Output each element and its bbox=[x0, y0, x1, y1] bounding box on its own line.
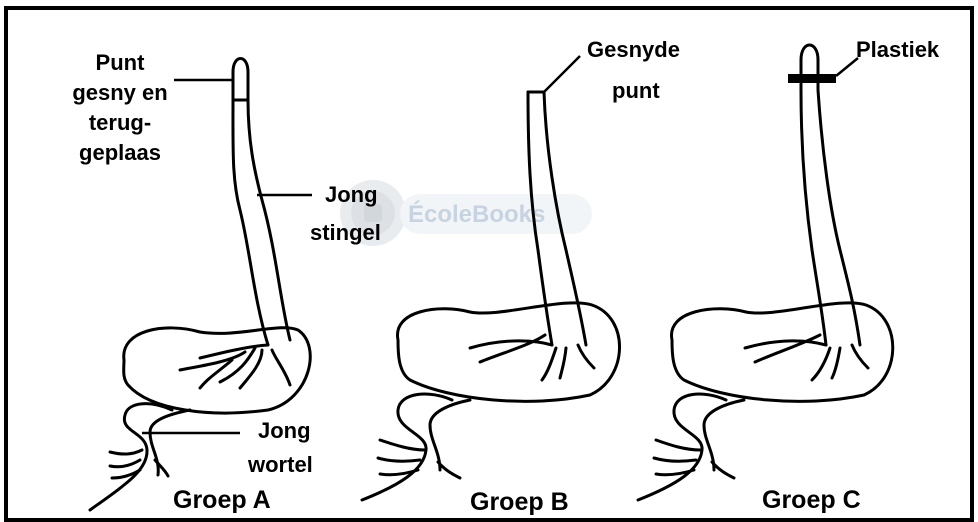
caption-group-b: Groep B bbox=[470, 488, 569, 516]
svg-text:stingel: stingel bbox=[310, 220, 381, 245]
caption-group-a: Groep A bbox=[173, 486, 271, 514]
svg-text:Jong: Jong bbox=[325, 182, 378, 207]
svg-text:Gesnyde: Gesnyde bbox=[587, 37, 680, 62]
plastic-band bbox=[788, 74, 836, 83]
label-young-root: Jong wortel bbox=[142, 418, 313, 477]
label-tip-cut: Punt gesny en terug- geplaas bbox=[72, 50, 232, 165]
svg-text:terug-: terug- bbox=[89, 110, 151, 135]
svg-text:gesny en: gesny en bbox=[72, 80, 167, 105]
svg-text:punt: punt bbox=[612, 78, 660, 103]
svg-text:geplaas: geplaas bbox=[79, 140, 161, 165]
svg-text:Jong: Jong bbox=[258, 418, 311, 443]
label-plastic: Plastiek bbox=[836, 37, 940, 76]
seedling-group-c bbox=[638, 45, 893, 500]
svg-text:wortel: wortel bbox=[247, 452, 313, 477]
caption-group-c: Groep C bbox=[762, 486, 861, 514]
watermark-text: ÉcoleBooks bbox=[408, 200, 545, 228]
label-cut-tip: Gesnyde punt bbox=[544, 37, 680, 103]
seedling-group-b bbox=[362, 92, 620, 500]
svg-text:Punt: Punt bbox=[96, 50, 146, 75]
svg-text:Plastiek: Plastiek bbox=[856, 37, 940, 62]
